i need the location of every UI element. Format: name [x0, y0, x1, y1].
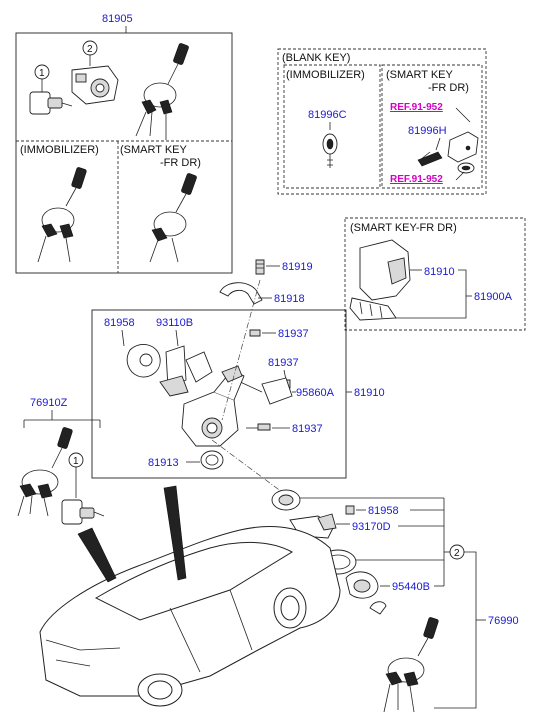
label-smart-key-line1: (SMART KEY: [120, 144, 187, 156]
label-smart-key-blank-line2: -FR DR): [428, 82, 469, 94]
part-number-81937-bottom[interactable]: 81937: [292, 423, 323, 435]
label-immobilizer: (IMMOBILIZER): [20, 144, 99, 156]
bracket-81918-icon: [219, 282, 263, 305]
blank-key-frame: [277, 48, 487, 195]
door-lock-cylinder-lower-icon: [61, 499, 105, 525]
group-smart-key-fr-dr: (SMART KEY-FR DR) 81910 81900A: [344, 217, 526, 331]
part-number-81996C[interactable]: 81996C: [308, 109, 347, 121]
label-smart-key-blank-line1: (SMART KEY: [386, 69, 453, 81]
cap-81913-icon: [200, 450, 224, 470]
part-number-81905[interactable]: 81905: [102, 13, 133, 25]
ignition-lock-assembly-icon: [71, 65, 119, 105]
immobilizer-module-95860A-icon: [235, 377, 293, 405]
screw-81937-bottom-icon: [246, 423, 271, 431]
group-blank-key: (BLANK KEY) (IMMOBILIZER) (SMART KEY -FR…: [277, 48, 487, 195]
callout-1-lower-text: 1: [73, 456, 79, 467]
group-81910-main: 81919 81918 81910 81958 93110B 81937 819…: [91, 259, 385, 493]
part-number-81900A[interactable]: 81900A: [474, 291, 513, 303]
door-lock-cylinder-icon: [29, 91, 73, 115]
label-blank-key: (BLANK KEY): [282, 52, 350, 64]
part-number-81919[interactable]: 81919: [282, 261, 313, 273]
key-set-icon: [135, 43, 189, 140]
screw-81937-top-icon: [249, 329, 261, 337]
ref-91-952-top[interactable]: REF.91-952: [390, 102, 443, 113]
key-set-76910Z-icon: [17, 427, 73, 517]
lock-ring-icon: [126, 343, 213, 397]
part-number-81937-top[interactable]: 81937: [278, 328, 309, 340]
illumination-ring-95440B-icon: [345, 571, 379, 599]
key-set-76990-icon: [383, 617, 439, 713]
label-smart-key-fr-dr: (SMART KEY-FR DR): [350, 222, 457, 234]
part-number-81937-mid[interactable]: 81937: [268, 357, 299, 369]
part-number-93170D[interactable]: 93170D: [352, 521, 391, 533]
part-number-76990[interactable]: 76990: [488, 615, 519, 627]
part-number-95440B[interactable]: 95440B: [392, 581, 430, 593]
blank-key-icon: [322, 133, 338, 168]
pointer-arrows: [77, 485, 187, 583]
bezel-icon: [369, 601, 387, 615]
ring-antenna-icon: [319, 549, 444, 575]
part-number-81918[interactable]: 81918: [274, 293, 305, 305]
callout-2-text: 2: [87, 44, 93, 55]
screw-81958-bottom-icon: [345, 505, 355, 515]
group-81905-frame: [15, 32, 233, 274]
part-number-76910Z[interactable]: 76910Z: [30, 397, 68, 409]
smart-key-fob-icon: [417, 131, 479, 174]
part-number-81913[interactable]: 81913: [148, 457, 179, 469]
screw-81919-icon: [255, 259, 265, 275]
ignition-cylinder-lower-icon: [271, 489, 301, 511]
part-number-81958-top[interactable]: 81958: [104, 317, 135, 329]
ref-91-952-bottom[interactable]: REF.91-952: [390, 174, 443, 185]
part-number-95860A[interactable]: 95860A: [296, 387, 335, 399]
car-illustration: [39, 526, 341, 707]
callout-1-text: 1: [39, 68, 45, 79]
group-76910Z: 76910Z 1: [17, 397, 105, 525]
group-81905: 81905 (IMMOBILIZER) (SMART KEY -FR DR) 1…: [15, 13, 233, 274]
part-number-93110B[interactable]: 93110B: [156, 317, 193, 329]
part-number-81996H[interactable]: 81996H: [408, 125, 447, 137]
smart-key-set-icon: [149, 173, 197, 263]
part-number-81958-bottom[interactable]: 81958: [368, 505, 399, 517]
smart-key-fr-dr-frame: [344, 217, 526, 331]
label-smart-key-line2: -FR DR): [160, 157, 201, 169]
ignition-switch-body-icon: [181, 365, 245, 447]
part-number-81910-top[interactable]: 81910: [424, 266, 455, 278]
part-number-81910-main[interactable]: 81910: [354, 387, 385, 399]
steering-lock-module-icon: [349, 239, 411, 321]
callout-2-lower-text: 2: [454, 548, 460, 559]
group-76990: 81958 93170D 95440B 2: [271, 489, 519, 713]
immobilizer-key-set-icon: [37, 167, 87, 263]
main-assembly-frame: [91, 309, 347, 479]
label-immobilizer-blank: (IMMOBILIZER): [286, 69, 365, 81]
